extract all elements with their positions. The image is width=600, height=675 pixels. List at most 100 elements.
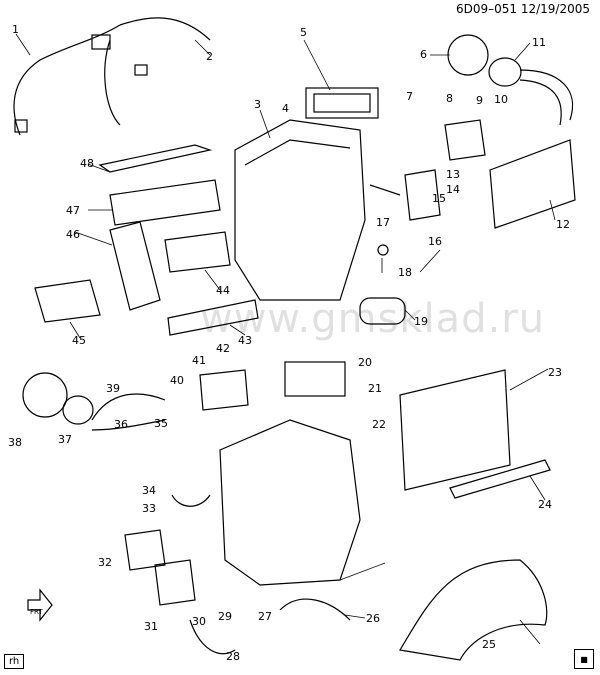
callout-43: 43 — [238, 334, 252, 347]
wire-connector-3 — [14, 119, 28, 133]
watermark: www.gmsklad.ru — [200, 296, 546, 342]
filter-43 — [167, 299, 259, 336]
filter-45 — [34, 279, 101, 323]
diagram-header: 6D09–051 12/19/2005 — [456, 2, 590, 16]
callout-12: 12 — [556, 218, 570, 231]
diagram-code: 6D09–051 — [455, 2, 517, 16]
callout-24: 24 — [538, 498, 552, 511]
callout-23: 23 — [548, 366, 562, 379]
callout-7: 7 — [406, 90, 413, 103]
callout-10: 10 — [494, 93, 508, 106]
callout-45: 45 — [72, 334, 86, 347]
hose-26 — [279, 598, 351, 621]
hose-28 — [189, 619, 236, 655]
callout-31: 31 — [144, 620, 158, 633]
wire-connector — [91, 34, 111, 50]
callout-34: 34 — [142, 484, 156, 497]
callout-33: 33 — [142, 502, 156, 515]
filter-47 — [109, 179, 221, 226]
callout-44: 44 — [216, 284, 230, 297]
actuator-32 — [124, 529, 166, 571]
callout-19: 19 — [414, 315, 428, 328]
callout-21: 21 — [368, 382, 382, 395]
callout-16: 16 — [428, 235, 442, 248]
callout-11: 11 — [532, 36, 546, 49]
callout-17: 17 — [376, 216, 390, 229]
filter-48 — [98, 144, 213, 173]
actuator-8 — [444, 119, 486, 161]
callout-9: 9 — [476, 94, 483, 107]
callout-5: 5 — [300, 26, 307, 39]
callout-14: 14 — [446, 183, 460, 196]
callout-18: 18 — [398, 266, 412, 279]
callout-3: 3 — [254, 98, 261, 111]
callout-1: 1 — [12, 23, 19, 36]
callout-25: 25 — [482, 638, 496, 651]
callout-35: 35 — [154, 417, 168, 430]
callout-26: 26 — [366, 612, 380, 625]
bracket-34 — [171, 494, 211, 507]
heater-pipe-2 — [519, 79, 562, 126]
bracket-41 — [199, 369, 249, 411]
wire-harness — [13, 24, 121, 136]
upper-hvac-housing — [234, 119, 366, 301]
cap-37 — [62, 395, 94, 425]
evaporator-23 — [399, 369, 511, 491]
callout-28: 28 — [226, 650, 240, 663]
link-17 — [369, 184, 401, 196]
lower-hvac-housing — [219, 419, 361, 586]
callout-30: 30 — [192, 615, 206, 628]
seal-strip-24 — [449, 459, 551, 499]
pipe-39 — [91, 393, 166, 421]
callout-41: 41 — [192, 354, 206, 367]
callout-15: 15 — [432, 192, 446, 205]
heater-pipe — [519, 69, 574, 121]
callout-13: 13 — [446, 168, 460, 181]
seal-20 — [284, 361, 346, 397]
callout-38: 38 — [8, 436, 22, 449]
wire-branch — [119, 17, 211, 41]
heater-core-12 — [489, 139, 576, 229]
callout-20: 20 — [358, 356, 372, 369]
filter-44 — [164, 231, 231, 273]
housing-detail — [244, 139, 351, 166]
gm-logo-icon: ■ — [574, 649, 594, 669]
callout-39: 39 — [106, 382, 120, 395]
cap-11 — [488, 57, 522, 87]
callout-2: 2 — [206, 50, 213, 63]
callout-8: 8 — [446, 92, 453, 105]
callout-37: 37 — [58, 433, 72, 446]
callout-29: 29 — [218, 610, 232, 623]
wire-connector-2 — [134, 64, 148, 76]
disc-6 — [447, 34, 489, 76]
actuator-31 — [154, 559, 196, 606]
callout-4: 4 — [282, 102, 289, 115]
seal-5-inner — [313, 93, 371, 113]
callout-36: 36 — [114, 418, 128, 431]
callout-32: 32 — [98, 556, 112, 569]
duct-46 — [109, 221, 161, 311]
clip-18 — [377, 244, 389, 256]
callout-46: 46 — [66, 228, 80, 241]
front-arrow-icon — [27, 588, 53, 622]
front-label: FRT — [30, 608, 43, 616]
disc-38 — [22, 372, 68, 418]
duct-25 — [399, 559, 548, 661]
pipe-36 — [91, 419, 166, 431]
wire-lower — [104, 39, 121, 126]
callout-22: 22 — [372, 418, 386, 431]
callout-6: 6 — [420, 48, 427, 61]
seal-19 — [359, 297, 406, 325]
callout-42: 42 — [216, 342, 230, 355]
seal-5 — [305, 87, 379, 119]
callout-47: 47 — [66, 204, 80, 217]
actuator-16 — [404, 169, 441, 221]
callout-40: 40 — [170, 374, 184, 387]
callout-27: 27 — [258, 610, 272, 623]
callout-labels: 1 2 3 4 5 6 7 8 9 10 11 12 13 14 15 16 1… — [8, 23, 570, 663]
callout-48: 48 — [80, 157, 94, 170]
diagram-date: 12/19/2005 — [520, 2, 590, 16]
corner-tag: rh — [4, 654, 25, 669]
